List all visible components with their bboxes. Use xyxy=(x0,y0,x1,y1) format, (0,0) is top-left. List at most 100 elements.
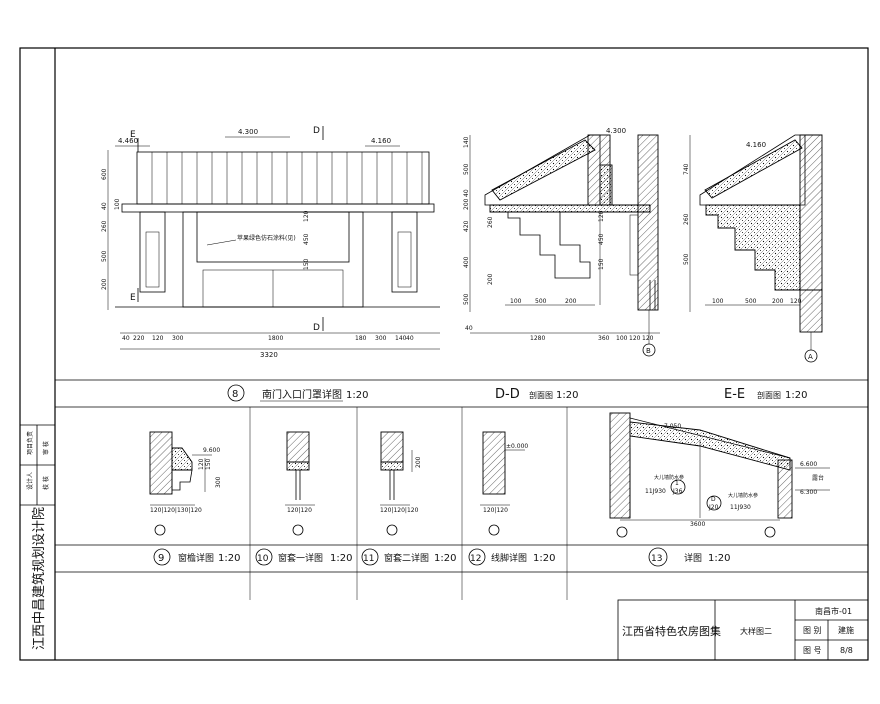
svg-text:图 号: 图 号 xyxy=(803,646,822,655)
svg-text:260: 260 xyxy=(683,213,690,225)
svg-text:100: 100 xyxy=(510,298,522,305)
elev-left-level: 4.460 xyxy=(118,137,138,145)
svg-text:150: 150 xyxy=(303,258,310,270)
title8-text: 南门入口门罩详图 xyxy=(262,388,342,401)
title11-text: 窗套二详图 xyxy=(384,552,429,564)
collection-title: 江西省特色农房图集 xyxy=(622,624,721,638)
svg-text:D: D xyxy=(711,496,716,503)
svg-text:J20: J20 xyxy=(708,504,719,511)
svg-text:150: 150 xyxy=(205,458,212,470)
signature-lead: 项目负责 xyxy=(26,431,34,455)
svg-text:13: 13 xyxy=(651,554,662,564)
svg-text:120: 120 xyxy=(598,210,605,222)
svg-text:1:20: 1:20 xyxy=(533,553,555,564)
detail-12-plinth: ±0.000 120|120 xyxy=(480,431,528,536)
svg-text:120|120: 120|120 xyxy=(287,507,312,514)
svg-text:9.600: 9.600 xyxy=(203,447,220,454)
svg-text:1:20: 1:20 xyxy=(330,553,352,564)
svg-text:1:20: 1:20 xyxy=(708,553,730,564)
section-mark-e-bottom: E xyxy=(130,293,136,303)
title-dd-text: D-D xyxy=(495,387,520,402)
section-ee: 4.160 740 260 500 100 500 200 120 A xyxy=(683,134,823,363)
svg-text:大儿墙防水参: 大儿墙防水参 xyxy=(654,474,684,481)
svg-text:500: 500 xyxy=(463,293,470,305)
elev-right-level: 4.160 xyxy=(371,137,391,145)
svg-text:180: 180 xyxy=(355,335,367,342)
svg-text:200: 200 xyxy=(415,456,422,468)
ee-top-level: 4.160 xyxy=(746,141,766,149)
title10-bubble xyxy=(255,548,273,566)
svg-text:450: 450 xyxy=(598,233,605,245)
dd-top-level: 4.300 xyxy=(606,127,626,135)
svg-text:40: 40 xyxy=(101,202,108,210)
title-ee-text: E-E xyxy=(724,387,745,402)
svg-text:260: 260 xyxy=(101,220,108,232)
svg-text:1800: 1800 xyxy=(268,335,283,342)
title13-bubble xyxy=(648,547,668,567)
title12-bubble xyxy=(468,548,486,566)
svg-text:360: 360 xyxy=(598,335,610,342)
title10-text: 窗套一详图 xyxy=(278,552,323,564)
detail-11-window-frame: 200 120|120|120 xyxy=(380,431,422,536)
svg-text:450: 450 xyxy=(303,233,310,245)
svg-text:260: 260 xyxy=(487,216,494,228)
svg-text:±0.000: ±0.000 xyxy=(506,443,528,450)
outer-frame xyxy=(19,47,869,661)
title12-text: 线脚详图 xyxy=(491,552,527,564)
svg-text:6.300: 6.300 xyxy=(800,489,817,496)
svg-text:3600: 3600 xyxy=(690,521,705,528)
svg-text:300: 300 xyxy=(375,335,387,342)
svg-text:150: 150 xyxy=(598,258,605,270)
svg-text:露台: 露台 xyxy=(812,474,824,482)
title11-bubble xyxy=(361,548,379,566)
svg-text:9: 9 xyxy=(158,553,164,564)
svg-text:500: 500 xyxy=(535,298,547,305)
svg-text:200: 200 xyxy=(101,278,108,290)
svg-text:420: 420 xyxy=(463,220,470,232)
svg-text:600: 600 xyxy=(101,168,108,180)
title-block: 江西省特色农房图集 大样图二 南昌市-01 图 别 建施 图 号 8/8 xyxy=(617,599,869,661)
svg-text:500: 500 xyxy=(101,250,108,262)
svg-text:120|120: 120|120 xyxy=(483,507,508,514)
svg-text:200: 200 xyxy=(487,273,494,285)
signature-checker: 校 核 xyxy=(42,476,50,490)
svg-text:12: 12 xyxy=(470,554,481,564)
svg-text:1:20: 1:20 xyxy=(218,553,240,564)
svg-text:1:20: 1:20 xyxy=(346,390,368,401)
axis-b-bubble xyxy=(642,343,656,357)
sheet-number: 8/8 xyxy=(840,646,853,655)
svg-text:6.600: 6.600 xyxy=(800,461,817,468)
svg-text:500: 500 xyxy=(463,163,470,175)
svg-text:740: 740 xyxy=(683,163,690,175)
title8-bubble xyxy=(227,384,245,402)
svg-text:1: 1 xyxy=(675,480,679,487)
svg-text:300: 300 xyxy=(172,335,184,342)
elevation-total-width: 3320 xyxy=(260,351,278,359)
svg-text:120: 120 xyxy=(790,298,802,305)
svg-text:11J930: 11J930 xyxy=(730,504,751,511)
elev-center-level: 4.300 xyxy=(238,128,258,136)
axis-b-label: B xyxy=(646,347,651,355)
svg-text:120: 120 xyxy=(629,335,641,342)
signature-approver: 审 核 xyxy=(42,441,50,455)
svg-text:220: 220 xyxy=(133,335,145,342)
entrance-canopy-elevation: 苹果绿色仿石涂料(见) 4.460 4.300 4.160 E E D D 60… xyxy=(101,126,440,359)
svg-text:100: 100 xyxy=(114,198,121,210)
svg-text:120: 120 xyxy=(198,458,205,470)
svg-text:120: 120 xyxy=(303,210,310,222)
svg-text:7.050: 7.050 xyxy=(664,423,681,430)
svg-text:40: 40 xyxy=(122,335,130,342)
institute-name: 江西中昌建筑规划设计院 xyxy=(31,507,47,650)
svg-text:120: 120 xyxy=(152,335,164,342)
svg-text:120|120|120: 120|120|120 xyxy=(380,507,419,514)
svg-text:400: 400 xyxy=(463,256,470,268)
svg-text:200: 200 xyxy=(772,298,784,305)
svg-text:100: 100 xyxy=(712,298,724,305)
project-code: 南昌市-01 xyxy=(815,606,852,616)
section-mark-d-top: D xyxy=(313,126,320,136)
svg-text:140: 140 xyxy=(463,136,470,148)
svg-text:1:20: 1:20 xyxy=(556,390,578,401)
title9-bubble xyxy=(153,548,171,566)
svg-text:200: 200 xyxy=(565,298,577,305)
svg-text:500: 500 xyxy=(745,298,757,305)
